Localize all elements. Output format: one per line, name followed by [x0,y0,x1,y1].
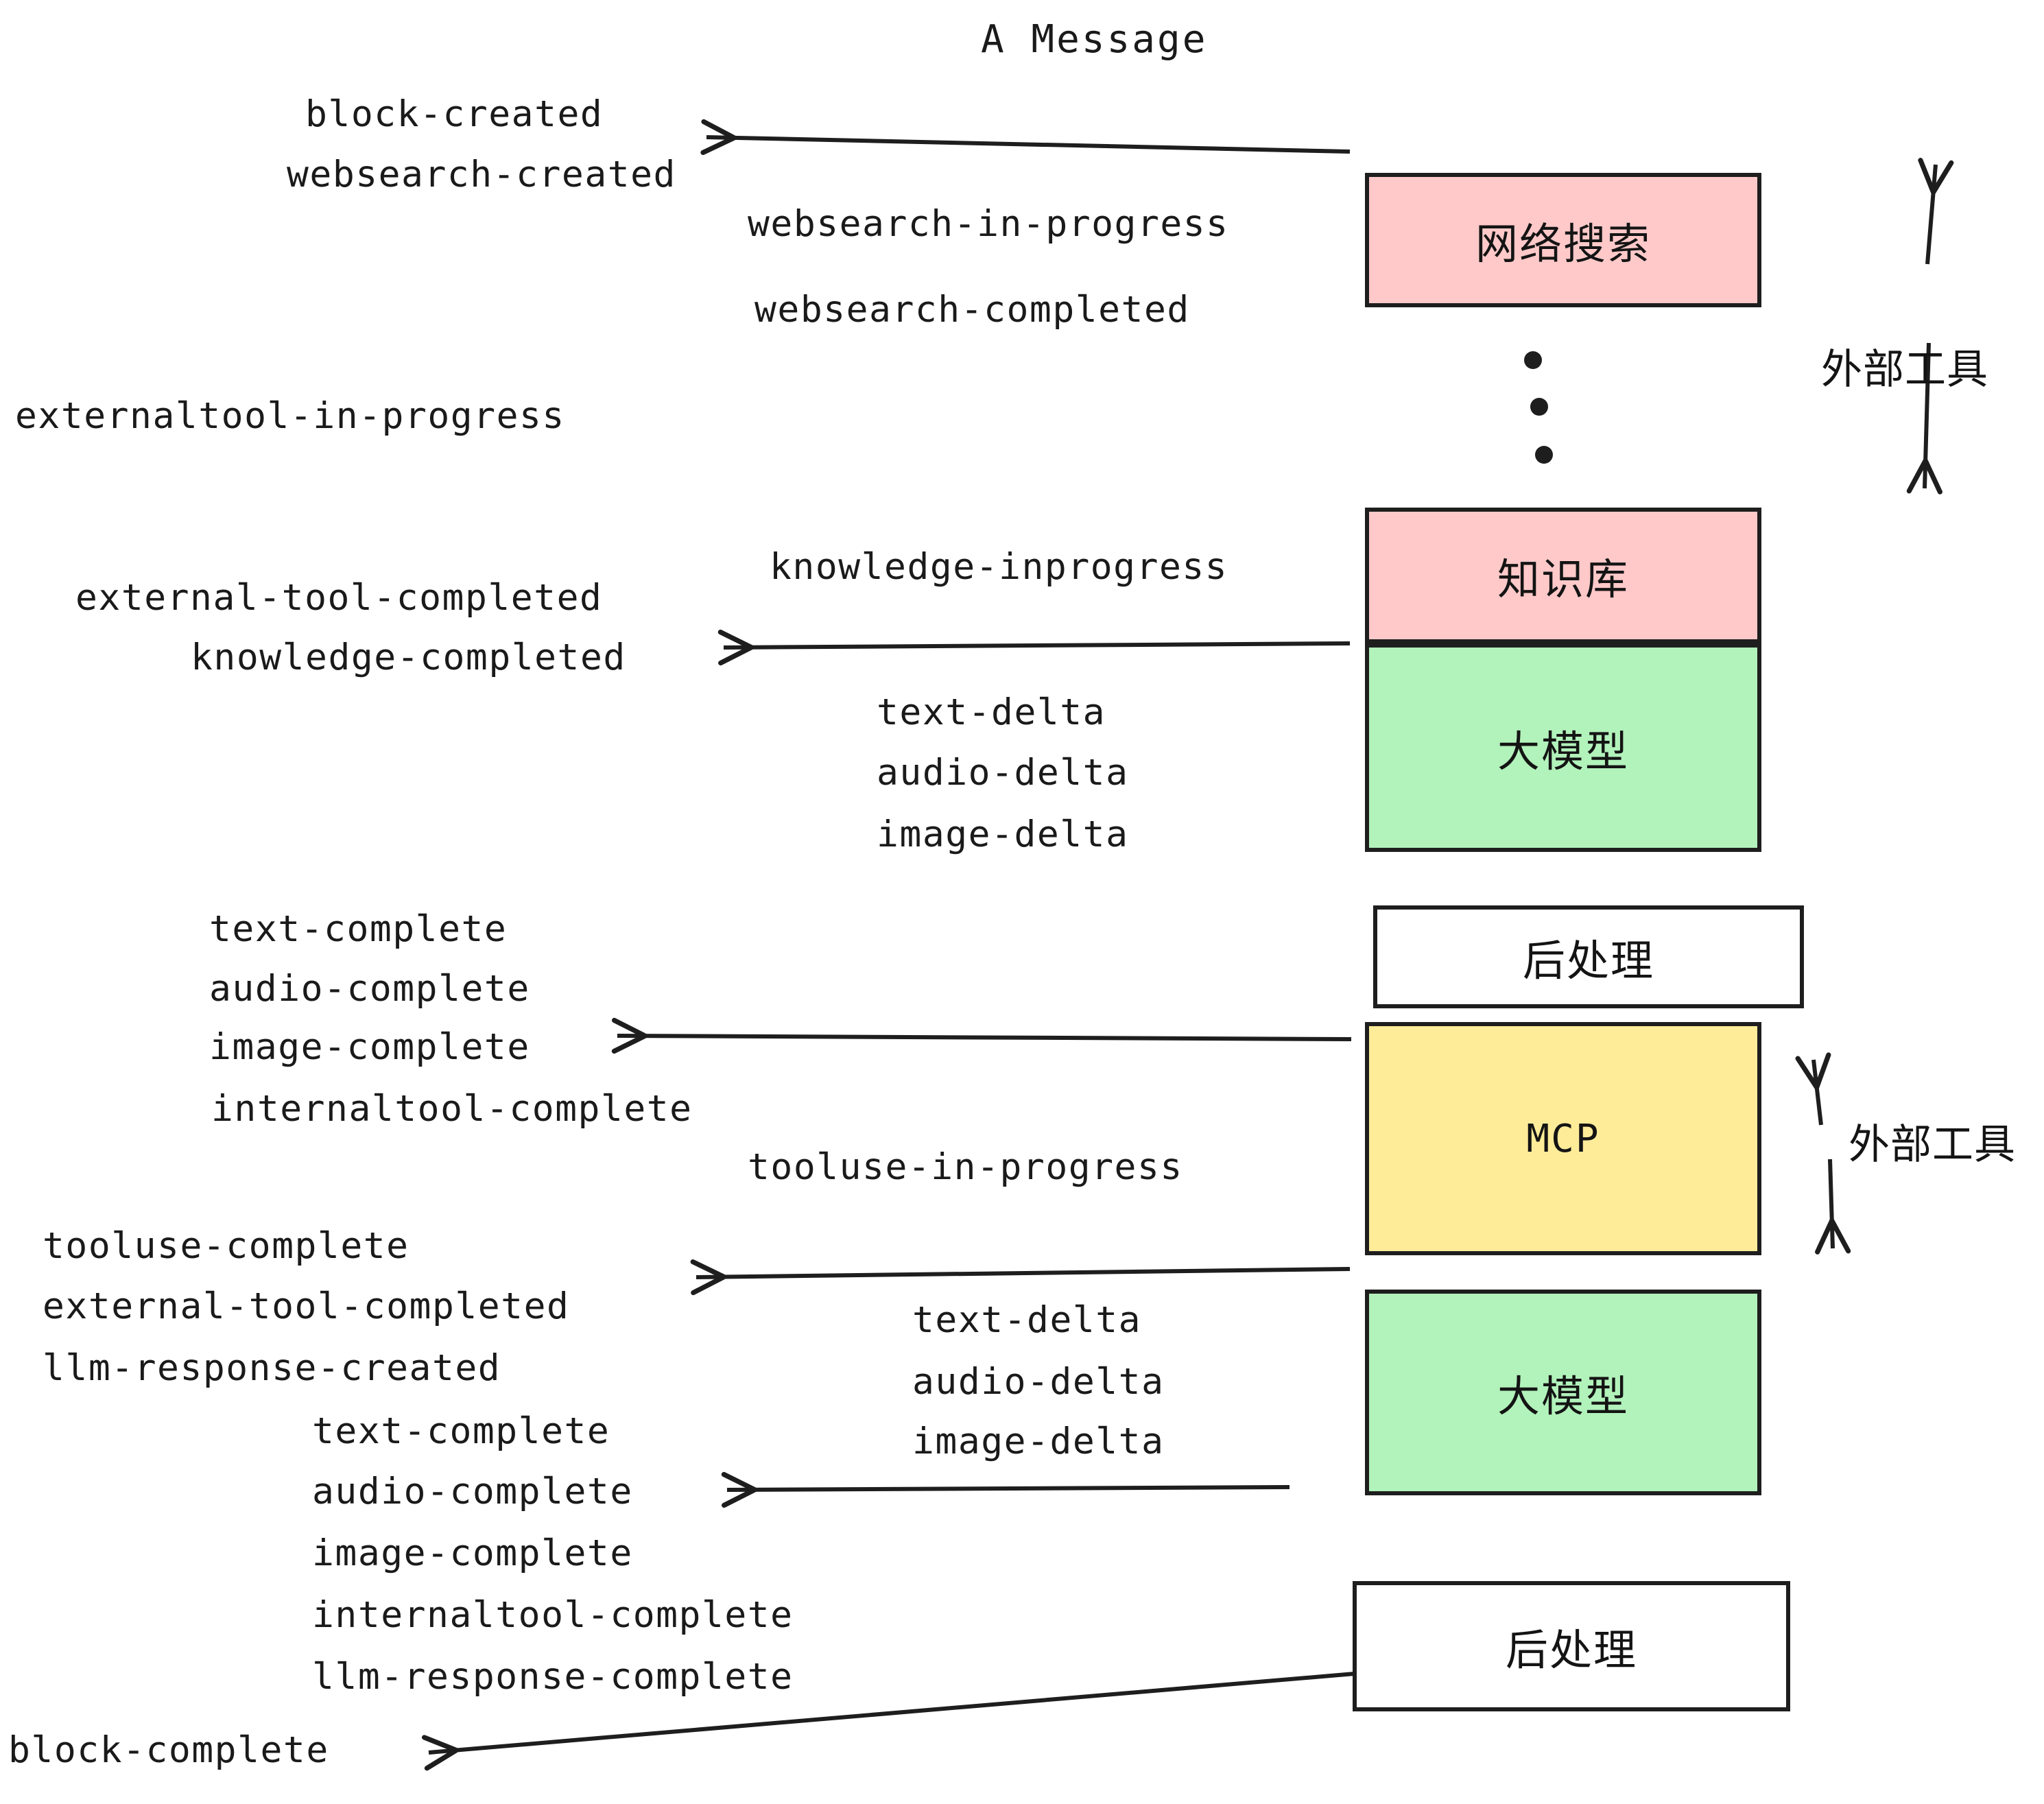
event-internaltool-complete-2: internaltool-complete [312,1594,794,1636]
node-llm-1-label: 大模型 [1497,726,1629,776]
event-audio-delta-2: audio-delta [912,1361,1165,1403]
arrow-external-tools-top-up [1918,158,1954,265]
event-websearch-completed: websearch-completed [754,289,1190,331]
side-label-external-tools-bottom: 外部工具 [1849,1121,2016,1169]
event-llm-response-created: llm-response-created [43,1347,501,1389]
event-audio-complete-1: audio-complete [209,968,530,1010]
event-external-tool-completed-2: external-tool-completed [43,1285,570,1327]
event-block-created: block-created [305,93,604,135]
event-text-complete-2: text-complete [312,1410,610,1452]
ellipsis-dot-2 [1530,398,1548,416]
arrow-image-complete [611,1017,1352,1054]
node-llm-2-label: 大模型 [1497,1371,1629,1421]
event-text-delta-1: text-delta [877,691,1106,733]
node-postprocess-1[interactable]: 后处理 [1373,905,1804,1008]
event-block-complete: block-complete [8,1729,329,1771]
event-image-complete-1: image-complete [209,1026,530,1068]
event-knowledge-inprogress: knowledge-inprogress [770,546,1228,588]
arrow-external-tools-top-down [1906,342,1942,495]
event-text-delta-2: text-delta [912,1299,1142,1341]
event-externaltool-in-progress: externaltool-in-progress [15,395,565,437]
node-knowledge[interactable]: 知识库 [1365,508,1761,643]
event-text-complete-1: text-complete [209,908,508,950]
event-internaltool-complete-1: internaltool-complete [211,1088,693,1130]
event-image-delta-2: image-delta [912,1421,1165,1462]
node-llm-1[interactable]: 大模型 [1365,643,1761,852]
arrow-external-tools-bottom-down [1815,1159,1851,1255]
ellipsis-dot-1 [1524,351,1542,369]
node-websearch[interactable]: 网络搜索 [1365,173,1761,307]
event-image-delta-1: image-delta [877,814,1129,855]
diagram-title: A Message [981,17,1208,62]
event-external-tool-completed-1: external-tool-completed [75,577,603,619]
node-mcp-label: MCP [1526,1116,1600,1161]
event-audio-complete-2: audio-complete [312,1471,633,1512]
event-websearch-in-progress: websearch-in-progress [748,203,1229,245]
node-postprocess-2[interactable]: 后处理 [1353,1581,1790,1711]
event-tooluse-complete: tooluse-complete [43,1225,409,1267]
event-websearch-created: websearch-created [287,154,676,195]
event-image-complete-2: image-complete [312,1532,633,1574]
ellipsis-dot-3 [1535,446,1553,464]
side-label-external-tools-top: 外部工具 [1821,346,1988,394]
node-postprocess-1-label: 后处理 [1522,936,1654,986]
node-websearch-label: 网络搜索 [1475,219,1651,269]
arrow-knowledge-completed [717,629,1351,666]
event-audio-delta-1: audio-delta [877,752,1129,794]
arrow-tooluse-complete [690,1259,1351,1296]
node-knowledge-label: 知识库 [1497,554,1629,604]
node-mcp[interactable]: MCP [1365,1022,1761,1255]
arrow-block-complete [422,1672,1355,1771]
arrow-external-tools-bottom-up [1795,1052,1831,1126]
node-postprocess-2-label: 后处理 [1505,1625,1637,1675]
arrow-audio-complete [721,1471,1290,1508]
event-knowledge-completed: knowledge-completed [191,637,626,678]
event-tooluse-in-progress: tooluse-in-progress [748,1146,1183,1188]
node-llm-2[interactable]: 大模型 [1365,1290,1761,1495]
arrow-websearch-created [700,119,1351,155]
event-llm-response-complete: llm-response-complete [312,1656,794,1698]
